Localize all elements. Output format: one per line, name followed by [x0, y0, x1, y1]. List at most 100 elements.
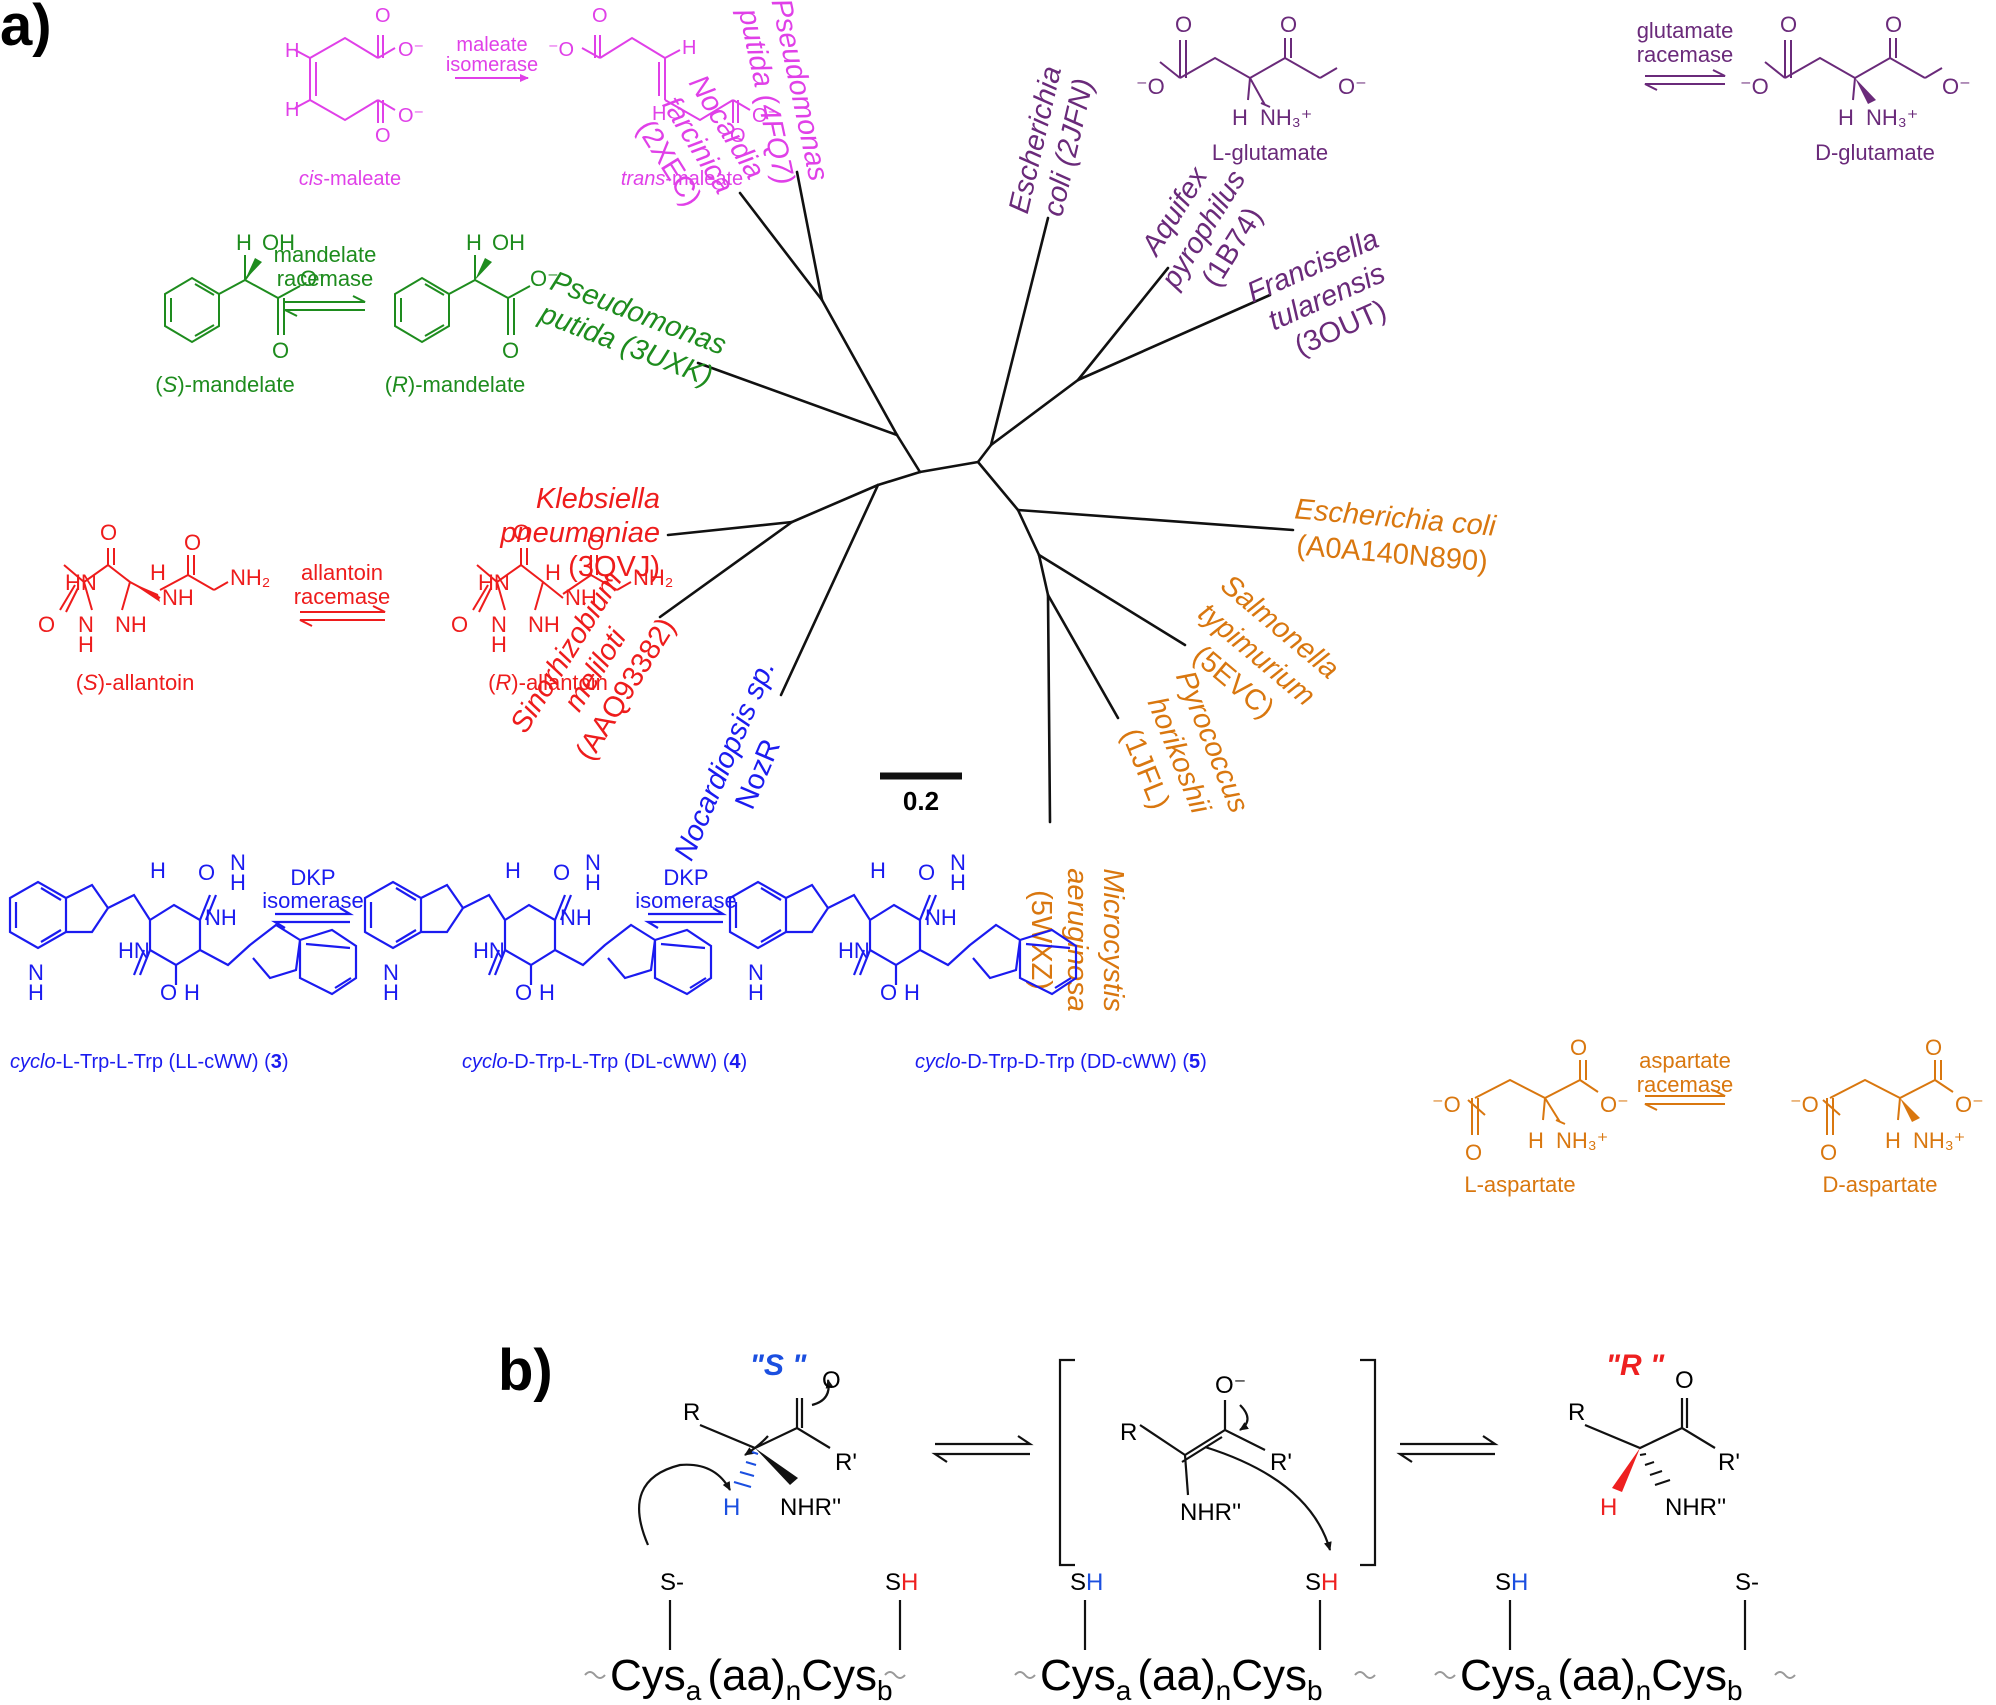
leaf-text: (3QVJ) [568, 551, 660, 583]
atom-label: O⁻ [1942, 74, 1971, 99]
compound-name-ll-cww: cyclo-L-Trp-L-Trp (LL-cWW) (3) [10, 1051, 289, 1073]
atom-label: H [184, 980, 200, 1005]
bracket-right [1360, 1358, 1377, 1567]
leaf-label-escherichia-coli-2jfn: Escherichia coli (2JFN) [1003, 63, 1100, 219]
atom-label: O [375, 125, 391, 147]
leaf-label-microcystis-aeruginosa: Microcystis aeruginosa (5WXZ) [1025, 868, 1129, 1012]
mech-atom-S-minus: S- [1735, 1569, 1759, 1596]
mech-atom-R-prime: R' [1718, 1449, 1740, 1476]
reaction-dkp-isomerase [8, 880, 1078, 996]
atom-label: H [950, 870, 966, 895]
atom-label: O [38, 612, 55, 637]
wedge-bond-red [1612, 1448, 1640, 1492]
tree-branch [1046, 593, 1120, 720]
atom-label: ⁻O [1136, 74, 1165, 99]
equilibrium-arrows [1644, 69, 1726, 91]
atom-label: NH [925, 905, 957, 930]
tree-branch [1076, 266, 1170, 382]
atom-label: H [230, 870, 246, 895]
atom-label: O⁻ [752, 105, 778, 127]
atom-label: N [585, 850, 601, 875]
atom-label: ⁻O [1432, 1092, 1461, 1117]
atom-label: O⁻ [398, 105, 424, 127]
tree-branch [790, 483, 880, 524]
compound-name-dd-cww: cyclo-D-Trp-D-Trp (DD-cWW) (5) [915, 1051, 1207, 1073]
atom-label: O [515, 980, 532, 1005]
leaf-label-nocardia-farcinica: Nocardia farcinica (2XEC) [630, 70, 771, 213]
atom-label: O⁻ [398, 39, 424, 61]
equilibrium-arrows [271, 907, 354, 929]
tree-branch [1046, 593, 1052, 824]
atom-label: O [880, 980, 897, 1005]
mech-atom-O-minus: O⁻ [1215, 1372, 1246, 1399]
equilibrium-arrows [284, 295, 366, 317]
enzyme-name: glutamate [1637, 18, 1734, 43]
mech-atom-SH: SH [1495, 1569, 1528, 1596]
enzyme-name: racemase [1637, 1072, 1734, 1097]
r-product-bonds [1584, 1398, 1716, 1450]
atom-label: H [150, 560, 166, 585]
tree-branch [876, 470, 922, 487]
atom-label: N [383, 960, 399, 985]
compound-name-s-mandelate: (S)-mandelate [155, 372, 294, 397]
atom-label: O [918, 860, 935, 885]
mech-atom-NHR: NHR'' [1180, 1499, 1241, 1526]
panel-b-label: b) [498, 1338, 553, 1403]
l-glutamate-structure [1159, 38, 1338, 108]
d-glutamate-structure [1764, 38, 1943, 101]
wedge-bond [475, 258, 492, 280]
tree-branch [820, 298, 899, 437]
reaction-aspartate-racemase [1467, 1060, 1954, 1135]
phylogenetic-tree [658, 170, 1295, 824]
compound-name-dl-cww: cyclo-D-Trp-L-Trp (DL-cWW) (4) [462, 1051, 747, 1073]
leaf-text: Microcystis [1097, 868, 1129, 1011]
wedge-bond [245, 258, 262, 280]
bracket-left [1058, 1358, 1075, 1567]
reaction-maleate-isomerase [294, 35, 751, 123]
atom-label: O [1465, 1140, 1482, 1165]
mech-atom-O: O [822, 1367, 841, 1394]
compound-name-r-allantoin: (R)-allantoin [488, 670, 608, 695]
tree-branch [1016, 508, 1041, 557]
atom-label: H [870, 858, 886, 883]
atom-label: O [451, 612, 468, 637]
atom-label: NH [115, 612, 147, 637]
atom-label: NH [560, 905, 592, 930]
atom-label: O [1175, 12, 1192, 37]
leaf-label-pseudomonas-3uxk: Pseudomonas putida (3UXK) [534, 265, 730, 392]
compound-name-d-aspartate: D-aspartate [1823, 1172, 1938, 1197]
cys-chain-1: Cysa(aa)nCysb [610, 1651, 893, 1705]
atom-label: HN [478, 570, 510, 595]
atom-label: O [1570, 1035, 1587, 1060]
wedge-bond [755, 1448, 798, 1485]
atom-label: HN [473, 938, 505, 963]
mech-atom-S-minus: S- [660, 1569, 684, 1596]
atom-label: O [553, 860, 570, 885]
atom-label: H [904, 980, 920, 1005]
leaf-label-pyrococcus-horikoshii: Pyrococcus horikoshii (1JFL) [1115, 666, 1255, 819]
mechanism-arrow [1204, 1445, 1332, 1551]
atom-label: H [682, 37, 696, 59]
svg-text:Cysa(aa)nCysb: Cysa(aa)nCysb [610, 1651, 893, 1705]
atom-label: O⁻ [530, 266, 559, 291]
atom-label: HN [838, 938, 870, 963]
wedge-bond [1900, 1098, 1920, 1122]
enolate-bonds [1139, 1400, 1266, 1496]
enzyme-name: aspartate [1639, 1048, 1731, 1073]
compound-name-s-allantoin: (S)-allantoin [76, 670, 195, 695]
atom-label: O [1925, 1035, 1942, 1060]
atom-label: HN [65, 570, 97, 595]
atom-label: NH [528, 612, 560, 637]
atom-label: H [78, 632, 94, 657]
tree-branch [666, 520, 794, 537]
mech-atom-NHR: NHR'' [1665, 1494, 1726, 1521]
atom-label: O⁻ [1600, 1092, 1629, 1117]
mechanism-arrow [744, 1435, 769, 1456]
reaction-glutamate-racemase [1159, 38, 1943, 108]
compound-name-cis-maleate: cis-maleate [299, 168, 401, 190]
atom-label: O [502, 338, 519, 363]
atom-label: H [585, 870, 601, 895]
dd-cww-structure [728, 880, 1078, 996]
enzyme-name: DKP [290, 865, 335, 890]
